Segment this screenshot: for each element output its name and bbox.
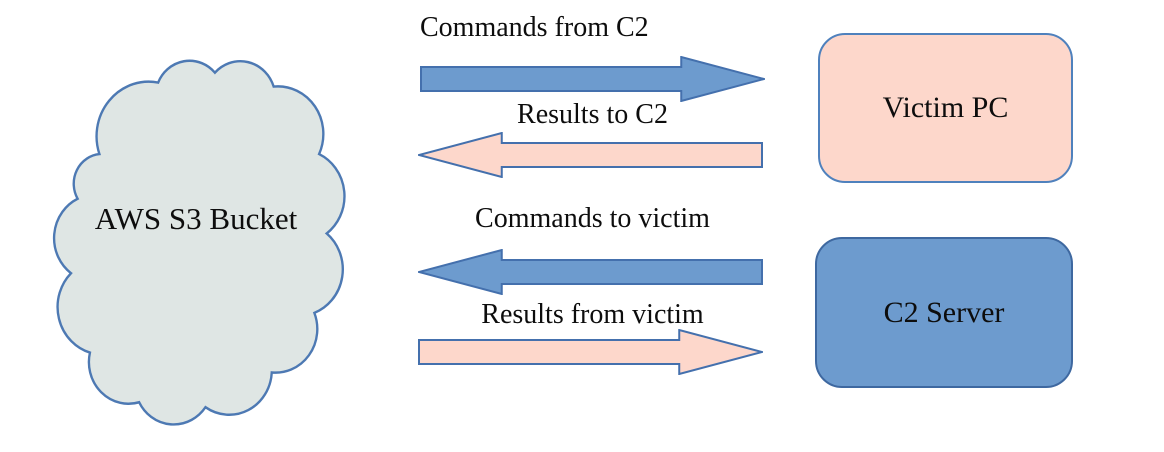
arrow-right-icon bbox=[420, 56, 765, 102]
cloud-label: AWS S3 Bucket bbox=[94, 201, 298, 236]
arrow-left-icon bbox=[418, 249, 763, 295]
node-c2-server-label: C2 Server bbox=[883, 295, 1005, 329]
node-c2-server: C2 Server bbox=[815, 237, 1073, 388]
flow-label-results-from-victim: Results from victim bbox=[481, 299, 704, 330]
node-victim-pc-label: Victim PC bbox=[882, 91, 1009, 124]
cloud-shape-icon bbox=[52, 59, 346, 426]
arrow-right-icon bbox=[418, 329, 763, 375]
node-victim-pc: Victim PC bbox=[818, 33, 1073, 183]
flow-label-commands-from-c2: Commands from C2 bbox=[420, 12, 649, 43]
arrow-left-icon bbox=[418, 132, 763, 178]
flow-label-commands-to-victim: Commands to victim bbox=[475, 203, 710, 234]
flow-label-results-to-c2: Results to C2 bbox=[517, 99, 668, 130]
